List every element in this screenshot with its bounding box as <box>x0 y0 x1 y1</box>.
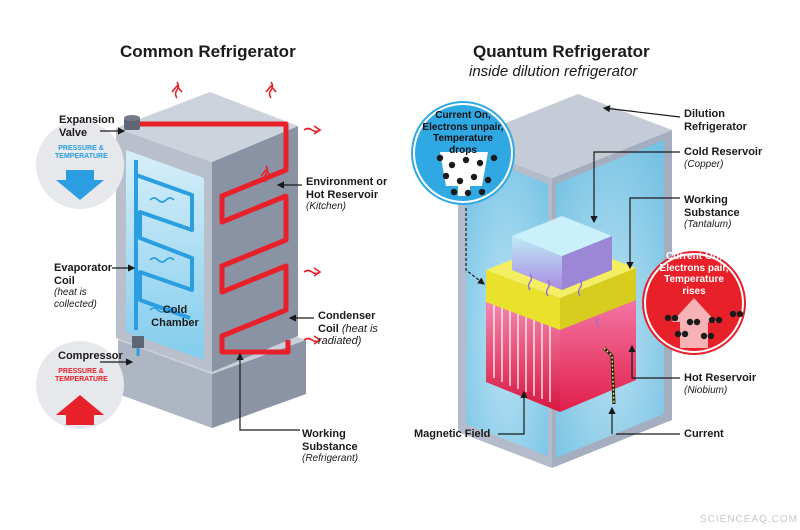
right-subtitle: inside dilution refrigerator <box>469 63 638 80</box>
left-title: Common Refrigerator <box>120 42 296 61</box>
leaders-left <box>100 127 314 431</box>
condenser-label: Condenser Coil (heat is radiated) <box>318 310 378 348</box>
current-wire <box>602 346 616 405</box>
compressor-fitting <box>132 336 144 356</box>
evaporator-heat-squiggles <box>149 197 175 313</box>
compressor-label: Compressor <box>58 350 123 362</box>
environment-label: Environment or Hot Reservoir (Kitchen) <box>306 176 388 213</box>
evaporator-label: Evaporator Coil (heat is collected) <box>54 262 113 310</box>
pressure-down-circle <box>36 121 124 209</box>
working-substance-left-label: Working Substance (Refrigerant) <box>302 428 359 465</box>
pressure-temperature-down-label: PRESSURE & TEMPERATURE <box>55 145 108 161</box>
cold-reservoir-block <box>512 216 612 290</box>
pressure-up-circle <box>36 341 124 429</box>
evaporator-coil-pipe <box>134 160 194 330</box>
pressure-temperature-up-label: PRESSURE & TEMPERATURE <box>55 368 108 384</box>
heat-squiggles-quantum <box>527 273 599 327</box>
current-label: Current <box>684 428 724 440</box>
working-substance-right-label: Working Substance (Tantalum) <box>684 194 740 231</box>
bubble-current-off-text: Current Off, Electrons pair, Temperature… <box>659 251 729 297</box>
electrons-unpaired <box>436 154 498 197</box>
right-title: Quantum Refrigerator <box>473 42 650 61</box>
cold-reservoir-label: Cold Reservoir (Copper) <box>684 146 763 170</box>
fridge-body <box>116 92 298 372</box>
heat-waves-left <box>171 81 322 345</box>
hot-reservoir-label: Hot Reservoir (Niobium) <box>684 372 757 396</box>
bubble-current-on-text: Current On, Electrons unpair, Temperatur… <box>422 110 504 156</box>
watermark: SCIENCEAQ.COM <box>700 514 799 525</box>
expansion-valve-label: Expansion Valve <box>59 114 115 139</box>
magnetic-field-label: Magnetic Field <box>414 428 491 440</box>
magnetic-field-lines <box>493 300 551 402</box>
expansion-valve-fitting <box>124 115 140 130</box>
cold-chamber-label: Cold Chamber <box>151 304 199 329</box>
leaders-right <box>465 105 681 435</box>
dilution-label: Dilution Refrigerator <box>684 108 747 133</box>
electrons-paired <box>664 310 744 340</box>
